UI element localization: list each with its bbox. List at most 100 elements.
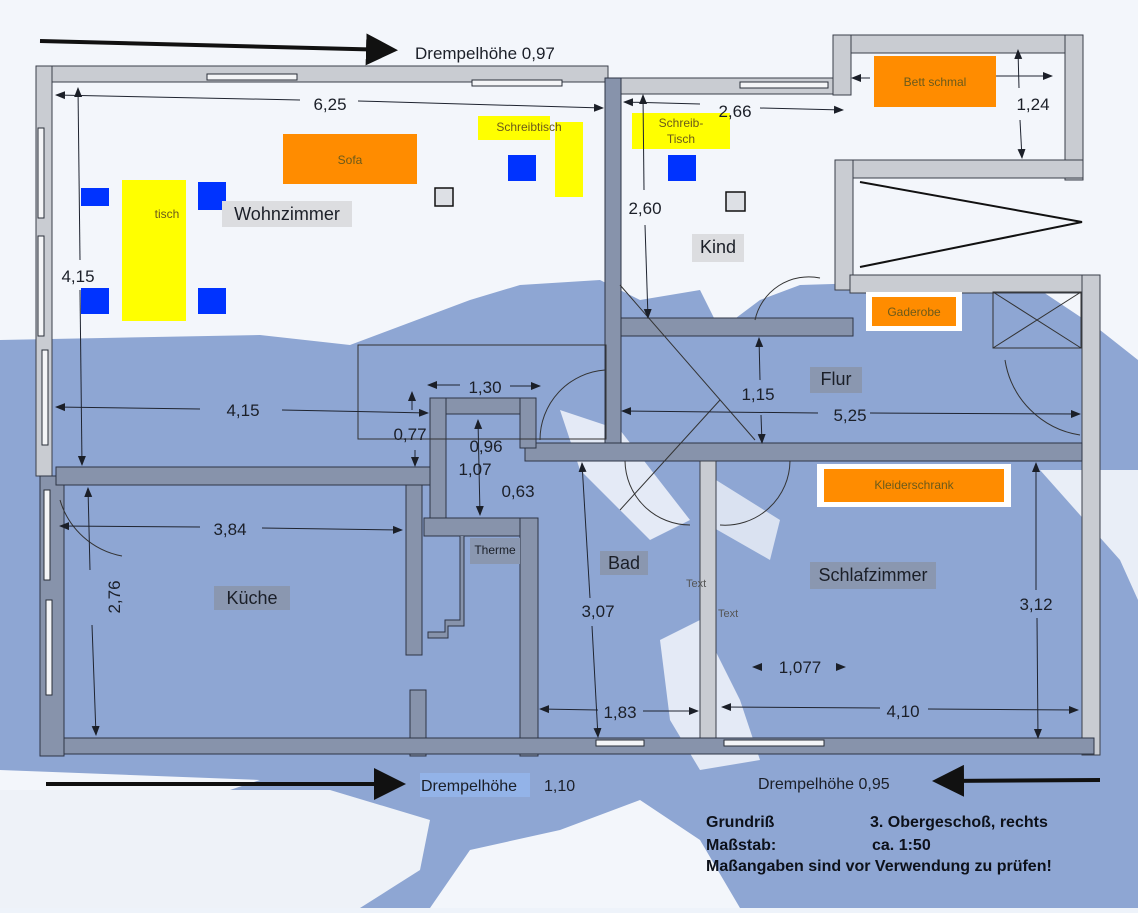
- dim-bad-height: 3,07: [581, 602, 614, 621]
- room-label-kueche: Küche: [226, 588, 277, 608]
- window: [45, 599, 53, 696]
- dim-096: 0,96: [469, 437, 502, 456]
- room-label-therme: Therme: [474, 543, 516, 557]
- drempel-arrow-top: [39, 33, 398, 66]
- chair: [198, 182, 226, 210]
- wall-bett-left: [832, 34, 852, 96]
- wall-bad-schlaf: [699, 460, 717, 755]
- stairs: [859, 181, 1083, 268]
- window: [595, 739, 645, 747]
- chimney: [427, 535, 465, 639]
- dim-063: 0,63: [501, 482, 534, 501]
- dim-bad-width: 1,83: [603, 703, 636, 722]
- closet-box: [992, 291, 1082, 349]
- lamp-square: [725, 191, 746, 212]
- wall-stair-left: [834, 159, 854, 291]
- drempel-top-label: Drempelhöhe 0,97: [415, 44, 555, 63]
- drempel-bottom-left-value: 1,10: [544, 778, 575, 795]
- desk-kind-label-1: Schreib-: [659, 116, 704, 130]
- wardrobe-bedroom-label: Kleiderschrank: [874, 478, 954, 492]
- window: [739, 81, 829, 89]
- window: [41, 349, 49, 446]
- wall-nook-right: [519, 397, 537, 449]
- door-schlaf: [719, 460, 791, 526]
- window: [206, 73, 298, 81]
- wardrobe-hall: [872, 297, 956, 326]
- room-label-bad: Bad: [608, 553, 640, 573]
- bed: [874, 56, 996, 107]
- title-grundriss-value: 3. Obergeschoß, rechts: [870, 814, 1048, 831]
- sofa-label: Sofa: [338, 153, 363, 167]
- chair: [508, 155, 536, 181]
- drempel-bottom-left-label: Drempelhöhe: [421, 778, 517, 795]
- window: [43, 489, 51, 581]
- dim-schlaf-width: 4,10: [886, 702, 919, 721]
- dim-kind-height: 2,60: [628, 199, 661, 218]
- dim-flur-width: 5,25: [833, 406, 866, 425]
- door-kueche: [59, 499, 123, 557]
- room-label-wohnzimmer: Wohnzimmer: [234, 204, 340, 224]
- dim-wohn-lower: 4,15: [226, 401, 259, 420]
- door-flur-right: [1004, 359, 1081, 436]
- wall-kueche-top: [55, 466, 432, 486]
- window: [471, 79, 563, 87]
- wall-wohn-kind: [604, 77, 622, 459]
- chair: [81, 288, 109, 314]
- chair: [668, 155, 696, 181]
- diag-line: [619, 284, 756, 441]
- wall-flur-top: [849, 274, 1096, 294]
- window: [37, 235, 45, 337]
- dim-nook-width: 1,30: [468, 378, 501, 397]
- chair: [81, 188, 109, 206]
- dim-077: 0,77: [393, 425, 426, 444]
- dim-kueche-width: 3,84: [213, 520, 246, 539]
- title-block: Grundriß 3. Obergeschoß, rechts Maßstab:…: [706, 814, 1052, 875]
- dim-bett-height: 1,24: [1016, 95, 1049, 114]
- door-kind: [754, 276, 821, 321]
- desk-wohn-label: Schreibtisch: [496, 120, 561, 134]
- lamp-square: [434, 187, 454, 207]
- wall-top-bett: [832, 34, 1084, 54]
- room-label-schlafzimmer: Schlafzimmer: [818, 565, 927, 585]
- wall-therme-top: [423, 517, 537, 537]
- dim-wohn-width: 6,25: [313, 95, 346, 114]
- wall-flur-bottom: [524, 442, 1083, 462]
- wall-kueche-right: [405, 484, 423, 656]
- desk-kind: [632, 113, 730, 149]
- room-label-kind: Kind: [700, 237, 736, 257]
- title-grundriss-label: Grundriß: [706, 814, 775, 831]
- drempel-arrow-bottom-right: [932, 764, 1101, 797]
- dim-kind-width: 2,66: [718, 102, 751, 121]
- desk-kind-label-2: Tisch: [667, 132, 695, 146]
- window: [723, 739, 825, 747]
- door-wohn: [539, 369, 606, 441]
- dim-flur-height: 1,15: [741, 385, 774, 404]
- title-massstab-value: ca. 1:50: [872, 837, 931, 854]
- desk-wohn-side: [555, 122, 583, 197]
- dim-107: 1,07: [458, 460, 491, 479]
- table-label: tisch: [155, 207, 180, 221]
- dim-kueche-height: 2,76: [105, 580, 124, 613]
- wall-bett-right: [1064, 34, 1084, 181]
- drempel-bottom-right-label: Drempelhöhe 0,95: [758, 776, 890, 793]
- wall-bett-bottom: [834, 159, 1084, 179]
- title-note: Maßangaben sind vor Verwendung zu prüfen…: [706, 858, 1052, 875]
- placeholder-text: Text: [718, 608, 738, 620]
- bed-label: Bett schmal: [904, 75, 967, 89]
- table: [122, 180, 186, 321]
- title-massstab-label: Maßstab:: [706, 837, 776, 854]
- room-label-flur: Flur: [821, 369, 852, 389]
- wall-right: [1081, 274, 1101, 756]
- dimensions: 6,25 4,15 4,15 2,66 2,60 1,24 1,15 5,25 …: [55, 49, 1081, 739]
- dim-schlaf-height: 3,12: [1019, 595, 1052, 614]
- wall-bottom: [63, 737, 1095, 755]
- wardrobe-bedroom: [824, 469, 1004, 502]
- window: [37, 127, 45, 219]
- wall-kueche-bad: [519, 517, 539, 757]
- desk-wohn: [478, 116, 550, 140]
- wardrobe-hall-label: Gaderobe: [887, 305, 941, 319]
- sofa: [283, 134, 417, 184]
- wall-kind-bottom: [620, 317, 854, 337]
- chair: [198, 288, 226, 314]
